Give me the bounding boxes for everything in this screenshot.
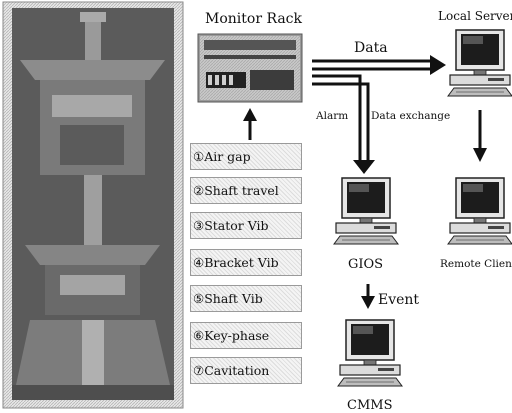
sensor-item-shaft-travel: ②Shaft travel (190, 177, 302, 204)
remote-client-computer (447, 177, 512, 245)
data-label: Data (354, 40, 388, 56)
generator-photo (2, 1, 184, 409)
sensor-to-rack-arrow (243, 108, 257, 140)
gios-computer (333, 177, 399, 245)
event-arrow (361, 284, 375, 309)
gios-label: GIOS (348, 257, 384, 272)
sensor-item-cavitation: ⑦Cavitation (190, 357, 302, 384)
monitor-rack-image (197, 33, 303, 103)
monitor-rack-label: Monitor Rack (205, 11, 302, 27)
cmms-computer (337, 319, 403, 387)
remote-client-label: Remote Client (440, 258, 512, 270)
local-server-label: Local Server (438, 9, 512, 23)
alarm-label: Alarm (316, 110, 349, 122)
cmms-label: CMMS (347, 398, 393, 413)
sensor-item-key-phase: ⑥Key-phase (190, 322, 302, 349)
sensor-item-air-gap: ①Air gap (190, 143, 302, 170)
sensor-item-shaft-vib: ⑤Shaft Vib (190, 285, 302, 312)
server-to-client-arrow (473, 110, 487, 162)
data-exchange-label: Data exchange (371, 110, 451, 122)
alarm-data-exchange-arrow (312, 74, 375, 174)
data-arrow (312, 55, 446, 75)
sensor-item-stator-vib: ③Stator Vib (190, 212, 302, 239)
local-server-computer (447, 29, 512, 97)
sensor-item-bracket-vib: ④Bracket Vib (190, 249, 302, 276)
event-label: Event (378, 292, 420, 308)
